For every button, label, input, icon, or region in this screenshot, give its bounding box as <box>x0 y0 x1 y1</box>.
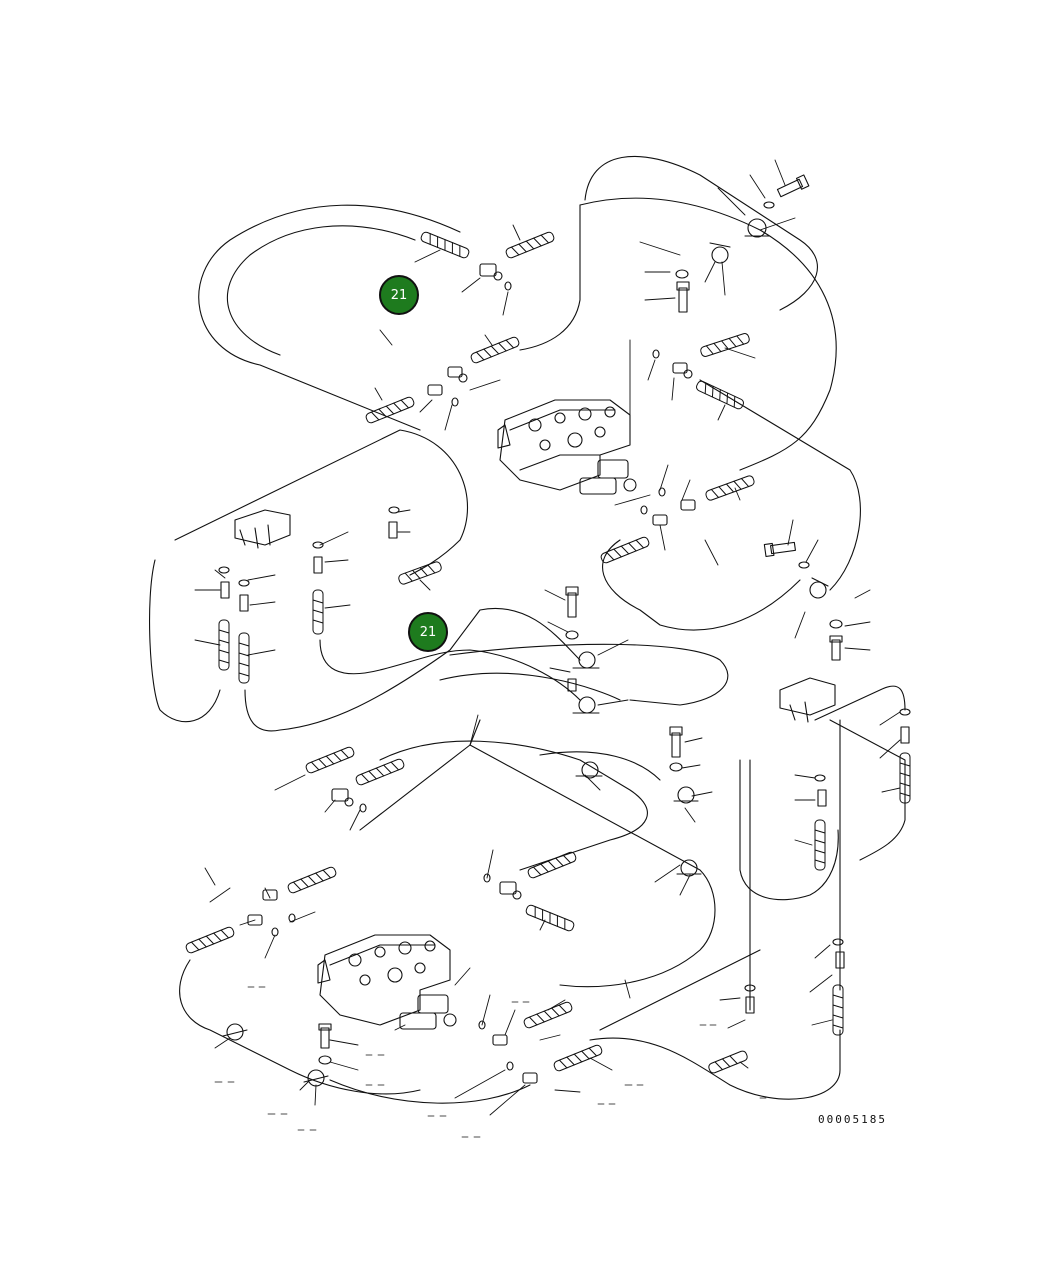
hose-line <box>539 751 661 781</box>
hose-line <box>602 539 801 631</box>
hose-line <box>469 744 716 988</box>
hose-line <box>449 643 729 706</box>
hose-line <box>174 429 469 576</box>
hose-line <box>699 379 861 591</box>
document-number: 00005185 <box>818 1113 887 1126</box>
hose-line <box>359 719 481 831</box>
o-rings <box>218 281 911 1071</box>
pilot-valve-block-left <box>234 509 291 549</box>
hose-line <box>829 719 906 861</box>
control-valve-upper <box>497 399 637 495</box>
hose-line <box>439 672 621 701</box>
leader-lines <box>194 159 901 1116</box>
hose-line <box>589 1029 841 1100</box>
hose-line <box>179 959 421 1095</box>
hose-line <box>739 759 839 901</box>
hose-line <box>584 155 818 311</box>
pilot-valve-block-right <box>779 677 836 723</box>
hose-line <box>814 685 906 721</box>
hose-fittings <box>185 231 911 1074</box>
hose-line <box>599 949 761 1031</box>
bolts-and-clamps <box>220 174 910 1087</box>
hose-line <box>226 225 416 356</box>
hose-lines <box>148 155 906 1104</box>
hose-line <box>379 740 648 871</box>
hose-line <box>329 1079 531 1104</box>
hose-line <box>519 204 581 351</box>
hose-line <box>148 559 221 723</box>
hose-line <box>198 204 461 431</box>
hose-line <box>579 197 837 471</box>
callout-21-lower[interactable]: 21 <box>408 612 448 652</box>
hose-line <box>319 639 581 701</box>
blank-leader-marks <box>214 986 767 1138</box>
control-valve-lower <box>317 934 457 1030</box>
callout-21-upper[interactable]: 21 <box>379 275 419 315</box>
hose-line <box>244 607 581 732</box>
